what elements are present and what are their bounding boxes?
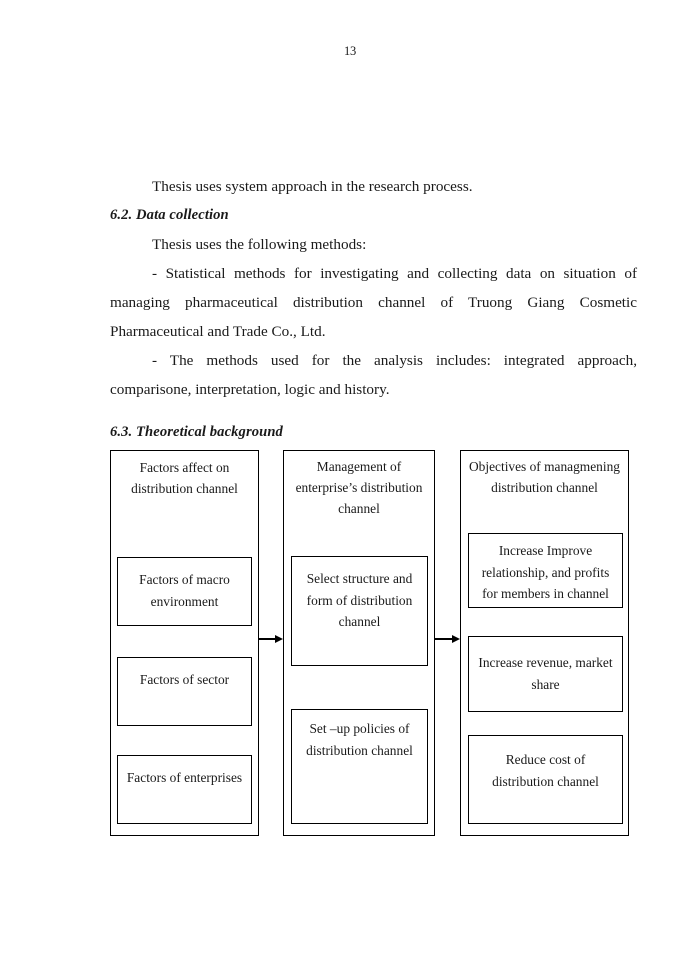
page-number: 13 (343, 44, 357, 58)
diagram-item-set-up-policies: Set –up policies of distribution channel (291, 709, 428, 824)
arrow-head (452, 634, 460, 643)
diagram-item-select-structure-and-form: Select structure and form of distributio… (291, 556, 428, 666)
diagram-item-label: Factors of enterprises (126, 770, 243, 785)
diagram-column-management-title: Management of enterprise’s distribution … (295, 459, 423, 516)
arrow-col2-to-col3-icon (435, 634, 460, 644)
arrow-head (275, 634, 283, 643)
diagram-item-label: Select structure and form of distributio… (306, 571, 413, 629)
heading-6-2-data-collection: 6.2. Data collection (110, 207, 229, 223)
paragraph-thesis-methods-intro: Thesis uses the following methods: (152, 236, 367, 253)
arrow-shaft (435, 638, 453, 640)
diagram-item-increase-improve-relationship: Increase Improve relationship, and profi… (468, 533, 623, 608)
arrow-shaft (259, 638, 276, 640)
diagram-item-label: Increase Improve relationship, and profi… (481, 543, 610, 601)
diagram-item-factors-of-sector: Factors of sector (117, 657, 252, 726)
diagram-column-objectives-title: Objectives of managmening distribution c… (469, 459, 620, 495)
paragraph-statistical-methods: - Statistical methods for investigating … (110, 265, 637, 340)
paragraph-thesis-system-approach: Thesis uses system approach in the resea… (152, 178, 473, 195)
diagram-column-factors-title: Factors affect on distribution channel (131, 460, 238, 496)
diagram-item-label: Factors of sector (139, 672, 230, 687)
diagram-item-label: Reduce cost of distribution channel (492, 752, 599, 789)
paragraph-analysis-methods: - The methods used for the analysis incl… (110, 352, 637, 398)
diagram-item-factors-of-enterprises: Factors of enterprises (117, 755, 252, 824)
diagram-item-reduce-cost: Reduce cost of distribution channel (468, 735, 623, 824)
diagram-item-factors-macro-environment: Factors of macro environment (117, 557, 252, 626)
diagram-item-label: Factors of macro environment (139, 572, 230, 609)
heading-6-3-theoretical-background: 6.3. Theoretical background (110, 424, 283, 440)
arrow-col1-to-col2-icon (259, 634, 283, 644)
diagram-item-increase-revenue-market-share: Increase revenue, market share (468, 636, 623, 712)
body-text-block: Thesis uses system approach in the resea… (110, 172, 637, 404)
diagram-item-label: Set –up policies of distribution channel (306, 721, 413, 758)
diagram-item-label: Increase revenue, market share (478, 655, 613, 692)
